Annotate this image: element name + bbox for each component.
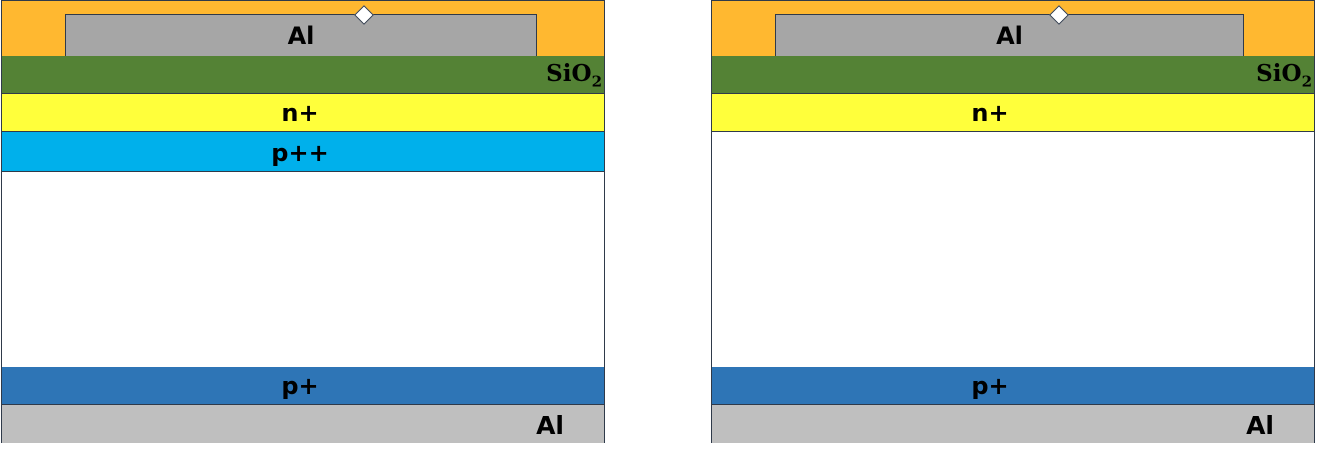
left-device-stack: Al SiO2 n+ p++ p+ Al <box>1 0 605 443</box>
left-p-plus-plus-layer: p++ <box>2 132 604 172</box>
right-passivation-layer: Al <box>712 1 1314 56</box>
right-p-plus-label: p+ <box>971 372 1009 400</box>
left-p-plus-layer: p+ <box>2 367 604 405</box>
left-passivation-layer: Al <box>2 1 604 56</box>
left-oxide-label: SiO2 <box>546 60 602 91</box>
right-top-terminal-icon <box>1049 5 1069 25</box>
right-p-plus-layer: p+ <box>712 367 1314 405</box>
left-p-plus-label: p+ <box>281 372 319 400</box>
left-p-plus-plus-label: p++ <box>271 139 329 167</box>
left-top-terminal-icon <box>354 5 374 25</box>
right-top-contact-label: Al <box>996 22 1023 50</box>
right-bottom-aluminum-layer: Al <box>712 405 1314 443</box>
left-top-aluminum-contact: Al <box>65 5 537 56</box>
right-top-aluminum-contact: Al <box>775 5 1244 56</box>
left-bottom-aluminum-layer: Al <box>2 405 604 443</box>
left-bottom-contact-label: Al <box>536 411 564 440</box>
left-n-plus-label: n+ <box>281 99 319 127</box>
left-top-contact-label: Al <box>287 22 315 50</box>
right-n-plus-label: n+ <box>971 99 1009 127</box>
right-n-plus-layer: n+ <box>712 94 1314 132</box>
right-oxide-label: SiO2 <box>1256 60 1312 91</box>
right-device-stack: Al SiO2 n+ p+ Al <box>711 0 1315 443</box>
left-oxide-layer: SiO2 <box>2 56 604 94</box>
left-n-plus-layer: n+ <box>2 94 604 132</box>
right-oxide-layer: SiO2 <box>712 56 1314 94</box>
right-bottom-contact-label: Al <box>1246 411 1274 440</box>
